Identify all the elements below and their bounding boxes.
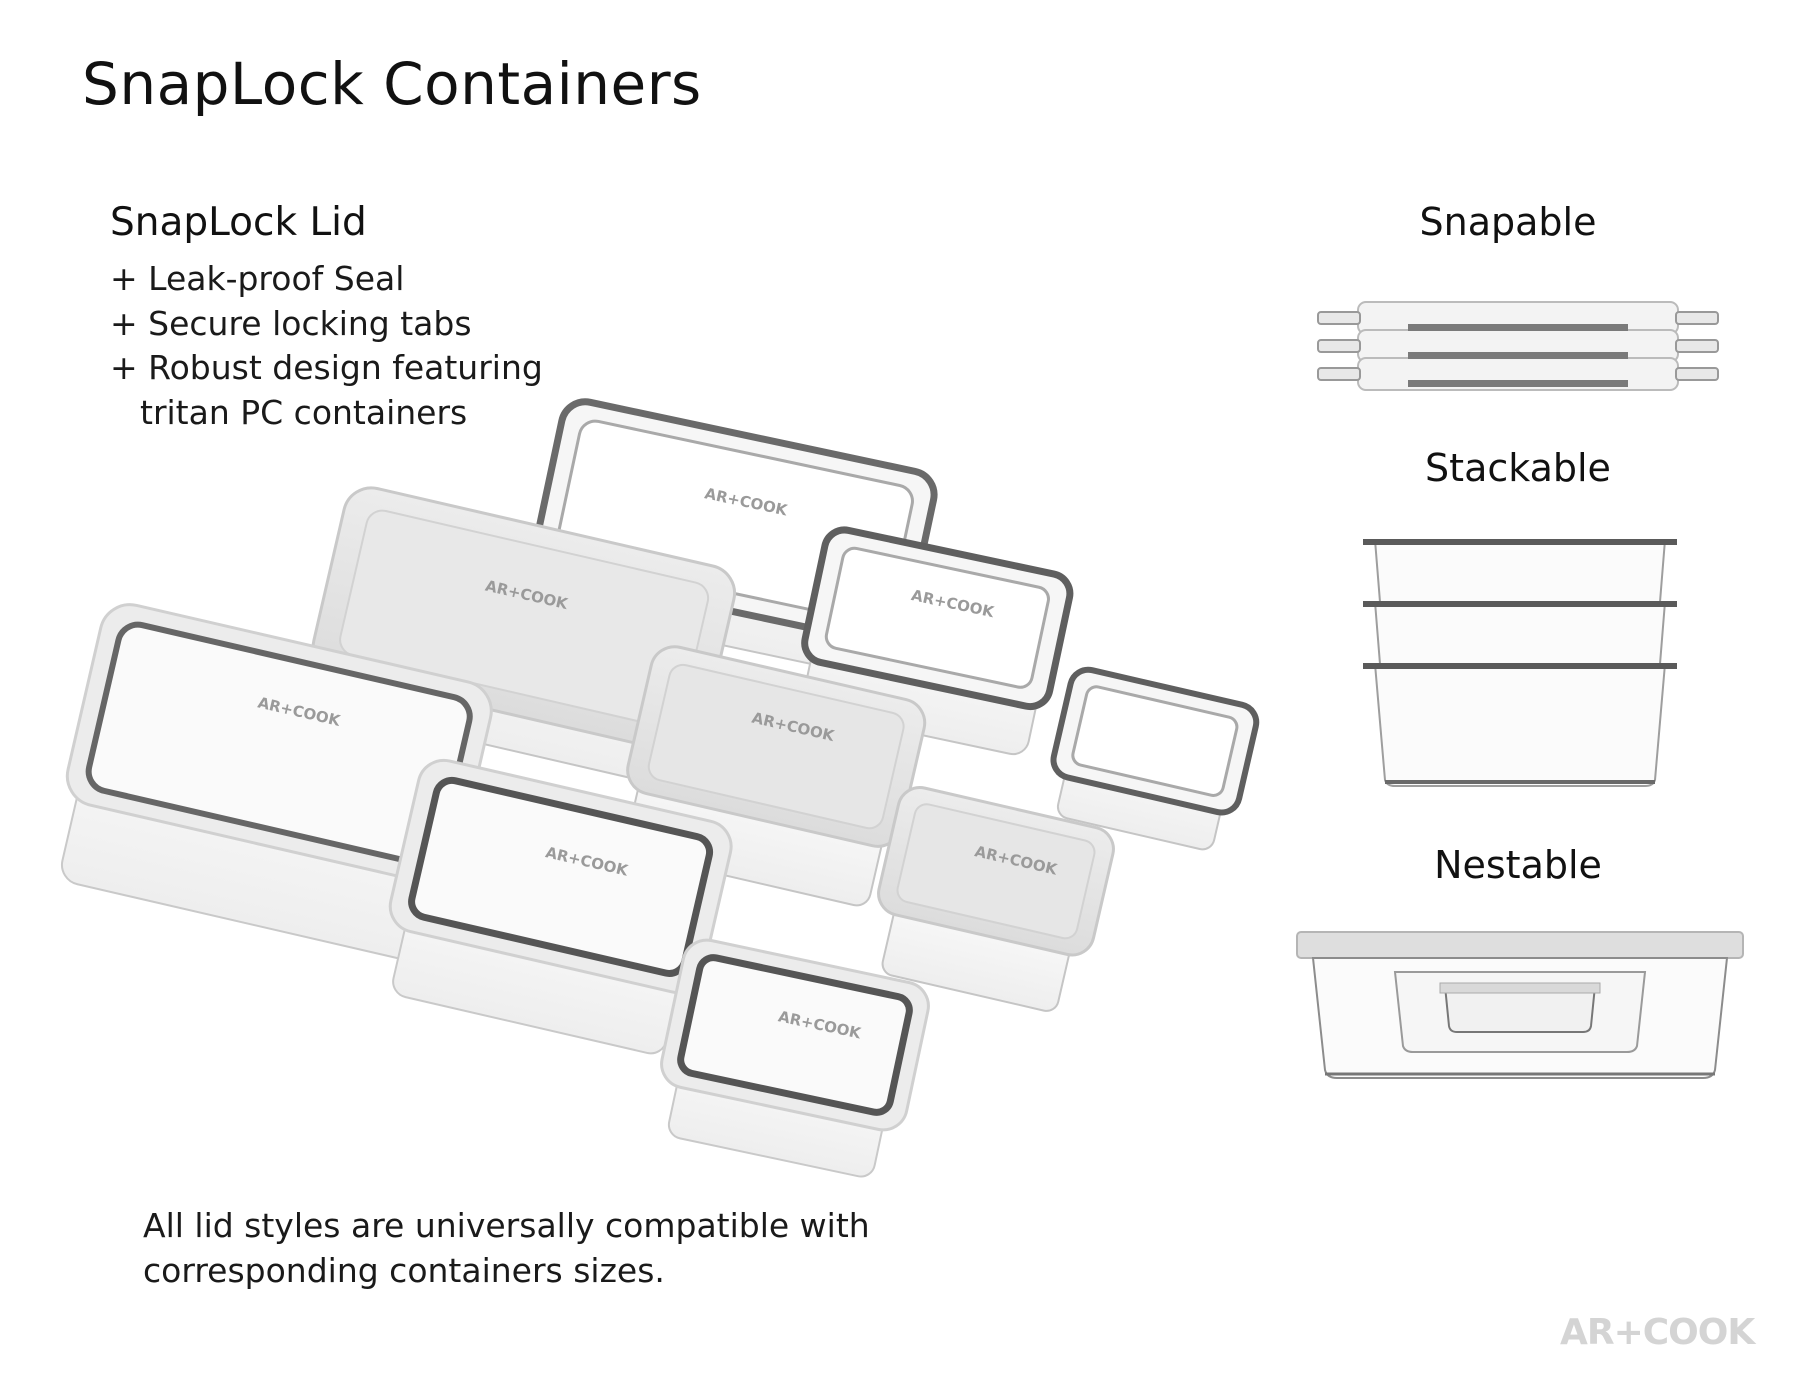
brand-logo: AR+COOK [1560, 1312, 1755, 1353]
page-title: SnapLock Containers [82, 50, 702, 118]
container-gray-lid-small: AR+COOK [877, 786, 1115, 1012]
stacked-containers [1363, 539, 1677, 787]
snapable-heading: Snapable [1419, 200, 1597, 244]
feature-list: + Leak-proof Seal + Secure locking tabs … [110, 257, 543, 435]
snapable-illustration [1317, 301, 1719, 391]
nestable-illustration [1296, 931, 1744, 1079]
container-open-large: AR+COOK [60, 603, 493, 961]
feature-item: + Secure locking tabs [110, 303, 472, 343]
compatibility-line: corresponding containers sizes. [143, 1251, 665, 1290]
container-open-medium: AR+COOK [388, 758, 733, 1055]
stackable-heading: Stackable [1425, 446, 1611, 490]
feature-item-continuation: tritan PC containers [140, 392, 468, 432]
compatibility-line: All lid styles are universally compatibl… [143, 1206, 870, 1245]
container-clear-lid-medium: AR+COOK [801, 526, 1074, 756]
stackable-illustration [1363, 539, 1677, 787]
container-clear-lid-small [1050, 666, 1260, 851]
nestable-heading: Nestable [1434, 843, 1602, 887]
snapped-lid-stack [1317, 301, 1719, 391]
compatibility-note: All lid styles are universally compatibl… [143, 1203, 870, 1293]
feature-item: + Robust design featuring [110, 348, 543, 387]
nested-containers [1296, 931, 1744, 1079]
container-open-small: AR+COOK [660, 938, 930, 1178]
container-gray-lid-medium: AR+COOK [625, 645, 927, 907]
feature-item: + Leak-proof Seal [110, 259, 405, 298]
lid-heading: SnapLock Lid [110, 200, 367, 245]
